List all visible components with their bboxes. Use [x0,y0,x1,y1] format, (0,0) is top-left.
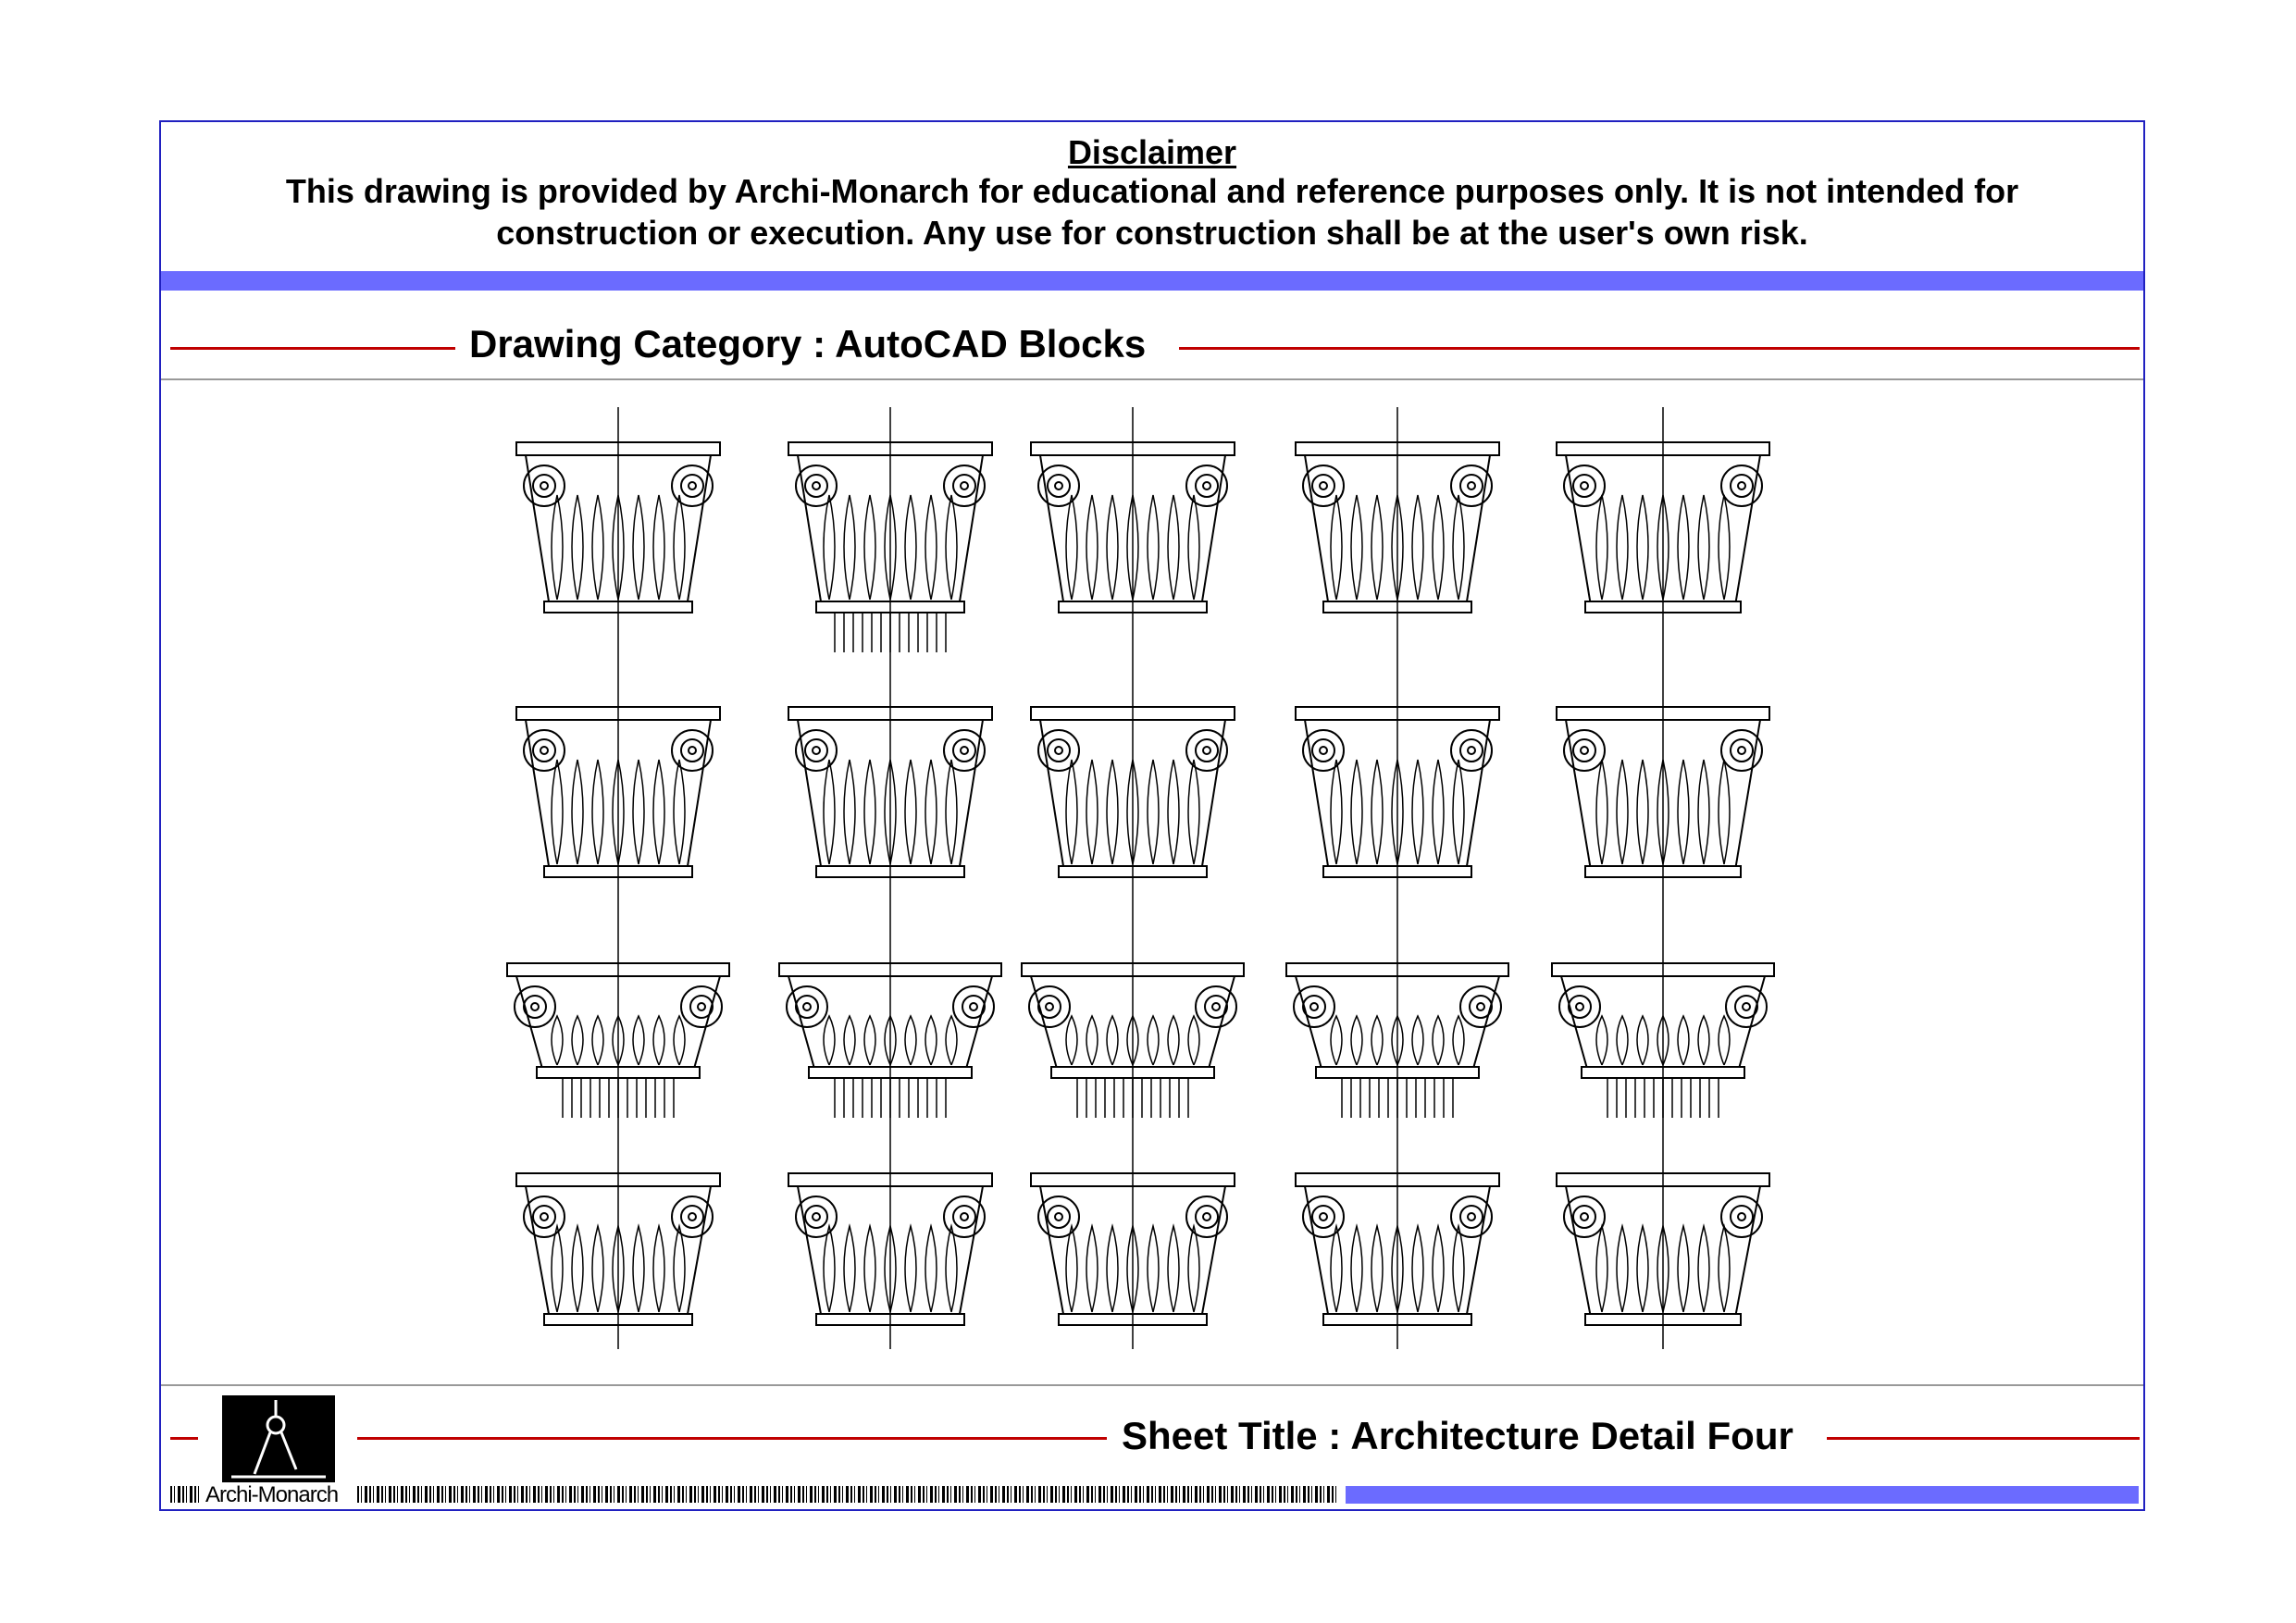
column-capital [1551,962,1775,1118]
column-capital [1295,706,1500,878]
column-capital [1295,441,1500,613]
column-capital [788,441,993,652]
divider-top [161,378,2143,380]
disclaimer-title: Disclaimer [1067,133,1237,171]
barcode-strip-left [170,1486,202,1503]
column-capital [788,706,993,878]
barcode-strip [357,1486,1338,1503]
footer-rule-left [170,1437,198,1440]
compass-icon [231,1400,326,1479]
category-rule-left [170,347,455,350]
column-capital [1556,706,1770,878]
logo-text: Archi-Monarch [205,1482,339,1507]
column-capital [515,706,721,878]
column-capital [1030,441,1235,613]
column-capital [1556,441,1770,613]
footer-accent-bar [1346,1486,2139,1504]
column-capital [1556,1172,1770,1326]
drawing-category: Drawing Category : AutoCAD Blocks [469,322,1147,365]
column-capital [515,1172,721,1326]
header-accent-bar [161,271,2143,291]
column-capital [1285,962,1509,1118]
sheet-title: Sheet Title : Architecture Detail Four [1122,1414,1793,1457]
column-capital [1295,1172,1500,1326]
column-capital [788,1172,993,1326]
footer-rule-right [1827,1437,2140,1440]
column-capital [506,962,730,1118]
category-rule-right [1179,347,2140,350]
column-capital [1030,1172,1235,1326]
column-capital [515,441,721,613]
column-capital [778,962,1002,1118]
column-capital [1030,706,1235,878]
archi-monarch-logo [222,1395,335,1482]
divider-bottom [161,1384,2143,1386]
disclaimer-text: This drawing is provided by Archi-Monarc… [285,172,2019,252]
column-capital [1021,962,1245,1118]
drawing-sheet-frame: Disclaimer This drawing is provided by A… [159,120,2145,1511]
footer-rule-middle [357,1437,1107,1440]
